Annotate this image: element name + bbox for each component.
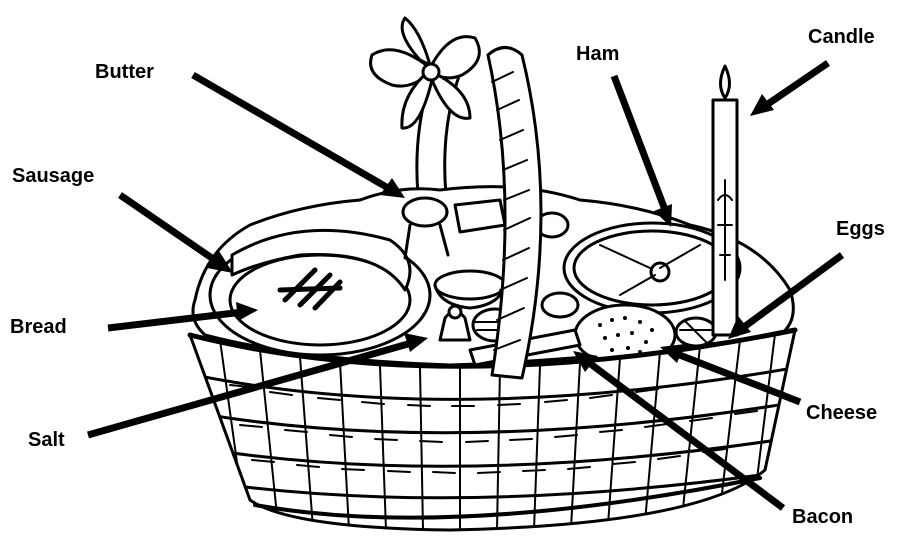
- sausage-arrow: [118, 192, 233, 273]
- labels: Butter Sausage Bread Salt Ham Candle Egg…: [10, 26, 885, 528]
- basket-weave: [190, 333, 795, 530]
- basket-handle: [486, 46, 543, 380]
- label-sausage: Sausage: [12, 165, 94, 187]
- candle-arrow: [750, 60, 830, 116]
- candle-flame: [719, 64, 731, 100]
- salt-arrow: [87, 333, 428, 439]
- label-candle: Candle: [808, 26, 875, 48]
- bow: [369, 16, 481, 130]
- cheese-arrow: [660, 344, 802, 406]
- label-eggs: Eggs: [836, 218, 885, 240]
- butter-arrow: [191, 71, 405, 198]
- arrows: [87, 60, 845, 511]
- eggs-arrow: [728, 252, 845, 339]
- bread-arrow: [107, 302, 258, 332]
- basket-illustration: [187, 16, 798, 532]
- label-butter: Butter: [95, 61, 154, 83]
- label-cheese: Cheese: [806, 402, 877, 424]
- basket-handle-stripes: [491, 71, 531, 351]
- label-bread: Bread: [10, 316, 67, 338]
- bowl: [433, 269, 507, 301]
- ham-arrow: [610, 74, 672, 227]
- butter-lamb: [401, 196, 449, 228]
- egg: [540, 291, 580, 319]
- label-bacon: Bacon: [792, 506, 853, 528]
- label-salt: Salt: [28, 429, 65, 451]
- sausage-ring: [230, 228, 412, 292]
- bacon-arrow: [573, 351, 786, 511]
- label-ham: Ham: [576, 43, 619, 65]
